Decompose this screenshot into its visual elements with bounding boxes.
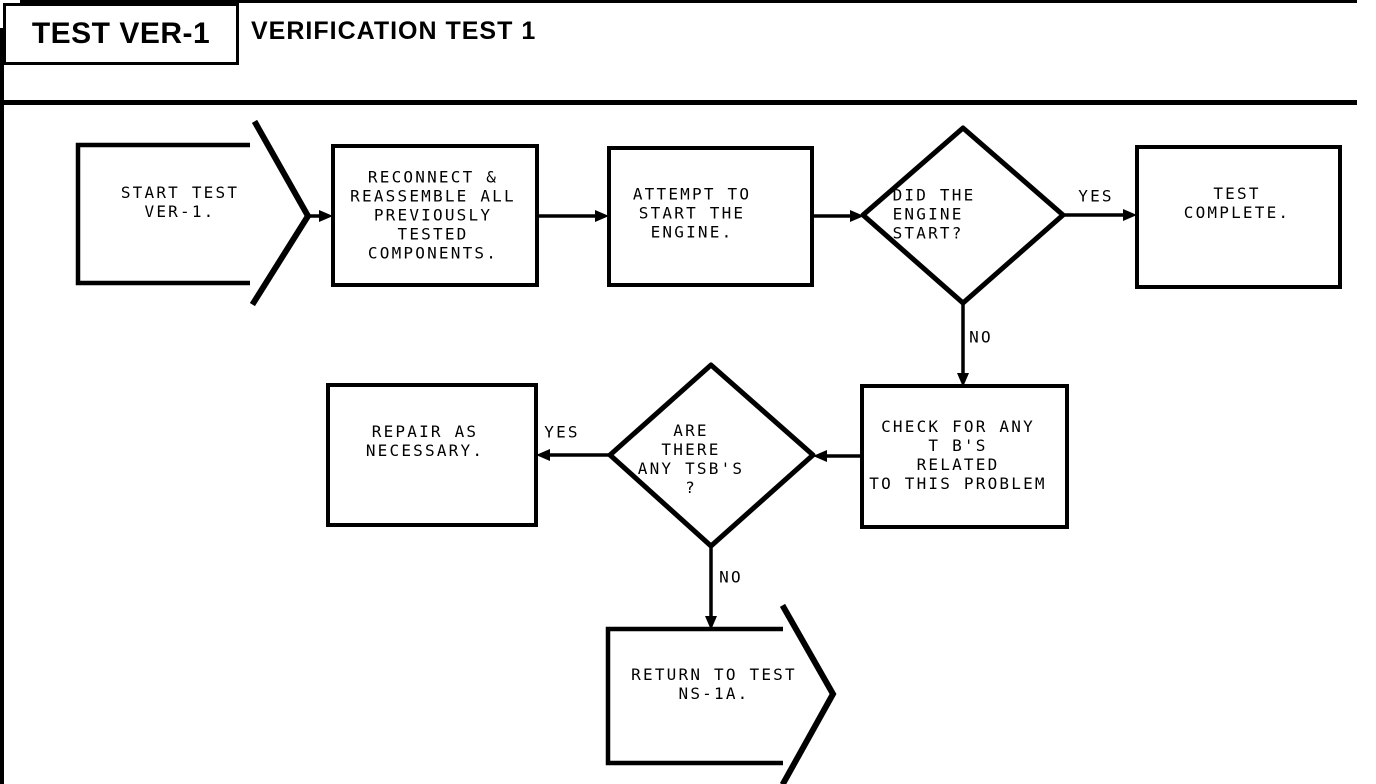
yes-label-tsb: YES bbox=[544, 422, 580, 442]
test-complete-box-shape bbox=[1135, 145, 1342, 289]
arrowhead-to-check bbox=[957, 373, 969, 387]
test-complete-box-label: TEST COMPLETE. bbox=[1183, 184, 1291, 222]
return-node-label: RETURN TO TEST NS-1A. bbox=[631, 665, 797, 703]
return-node-chevron bbox=[779, 603, 837, 784]
start-node-shape bbox=[75, 142, 250, 286]
arrowhead-to-attempt bbox=[595, 210, 609, 222]
arrowhead-to-return bbox=[705, 616, 717, 630]
start-node-label: START TEST VER-1. bbox=[120, 183, 240, 221]
engine-start-decision-label: DID THE ENGINE START? bbox=[892, 185, 976, 243]
reconnect-box-label: RECONNECT & REASSEMBLE ALL PREVIOUSLY TE… bbox=[350, 167, 516, 263]
arrowhead-to-reconnect bbox=[319, 210, 333, 222]
arrowhead-to-complete bbox=[1123, 209, 1137, 221]
no-label-engine: NO bbox=[969, 327, 993, 347]
test-id-badge: TEST VER-1 bbox=[3, 3, 239, 65]
attempt-box-label: ATTEMPT TO START THE ENGINE. bbox=[632, 184, 752, 242]
check-tsb-box-label: CHECK FOR ANY T B'S RELATED TO THIS PROB… bbox=[869, 417, 1047, 493]
yes-label-engine: YES bbox=[1078, 186, 1114, 206]
repair-box-label: REPAIR AS NECESSARY. bbox=[365, 422, 485, 460]
arrowhead-to-tsb-decision bbox=[813, 450, 827, 462]
arrowhead-to-engine-decision bbox=[850, 210, 864, 222]
start-node-chevron bbox=[249, 119, 312, 307]
tsb-decision-label: ARE THERE ANY TSB'S ? bbox=[637, 421, 745, 497]
no-label-tsb: NO bbox=[719, 567, 743, 587]
page-title: VERIFICATION TEST 1 bbox=[251, 16, 537, 45]
left-border-line bbox=[0, 28, 4, 784]
arrowhead-to-repair bbox=[536, 449, 550, 461]
header-divider-line bbox=[0, 100, 1357, 105]
test-id-label: TEST VER-1 bbox=[31, 17, 211, 50]
top-border-line bbox=[20, 0, 1357, 3]
return-node-shape bbox=[605, 626, 783, 766]
